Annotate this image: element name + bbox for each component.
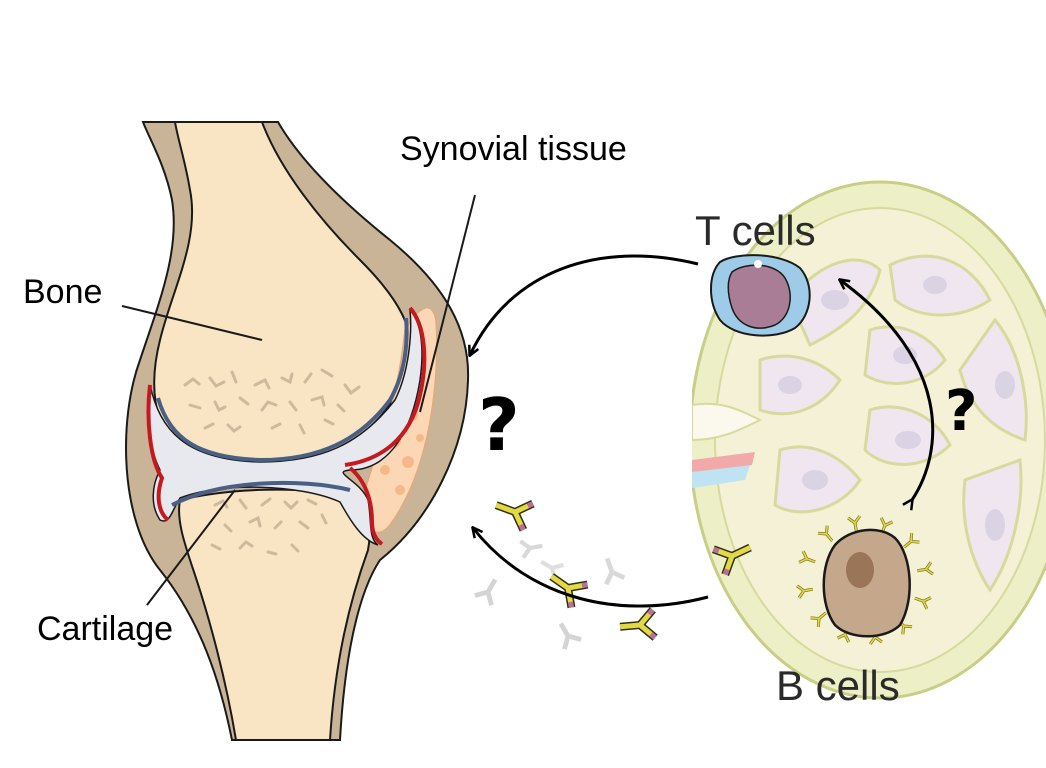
cartilage — [147, 307, 423, 546]
synovial-leader — [419, 194, 476, 413]
b-cells-label: B cells — [776, 662, 900, 709]
t-cell-icon — [710, 254, 811, 337]
synovium-right — [344, 306, 427, 467]
bone-label: Bone — [23, 273, 102, 311]
b-cell-icon — [795, 514, 935, 646]
femur-bone — [153, 121, 412, 464]
bone-leader — [121, 305, 263, 341]
synovial-tissue-label: Synovial tissue — [400, 130, 627, 168]
joint-icon — [125, 121, 470, 741]
arrow-antibody-to-joint — [473, 528, 709, 608]
cartilage-leader — [146, 489, 236, 606]
t-cells-label: T cells — [695, 207, 816, 254]
synovium-left — [146, 384, 170, 522]
arrow-bcell-to-tcell — [840, 280, 935, 500]
bone-texture — [183, 368, 361, 556]
question-mark-right: ? — [945, 379, 977, 444]
question-mark-left: ? — [478, 383, 520, 467]
cartilage-label: Cartilage — [37, 610, 173, 648]
arrow-tcell-to-joint — [470, 254, 699, 355]
